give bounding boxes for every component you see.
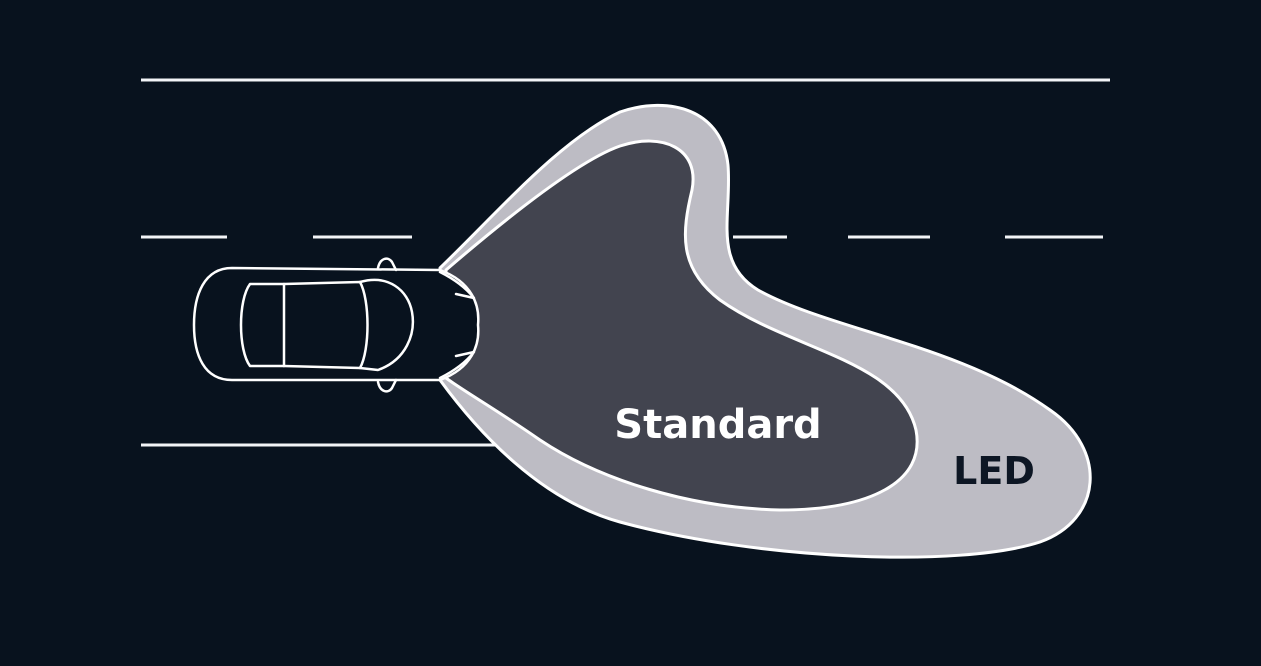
car-body-outline (192, 266, 480, 382)
car-rear-window (239, 282, 286, 368)
car-right-mirror (376, 378, 398, 393)
standard-beam-label: Standard (614, 402, 821, 448)
road (141, 78, 1110, 447)
led-beam-label: LED (953, 449, 1035, 493)
car-top-view-icon (192, 257, 480, 393)
car-right-headlight (438, 350, 476, 380)
car-left-headlight (438, 270, 476, 300)
car-roof-outline (282, 280, 369, 370)
car-left-mirror (376, 257, 398, 272)
standard-beam-area (444, 139, 919, 512)
car-windshield (358, 278, 415, 372)
